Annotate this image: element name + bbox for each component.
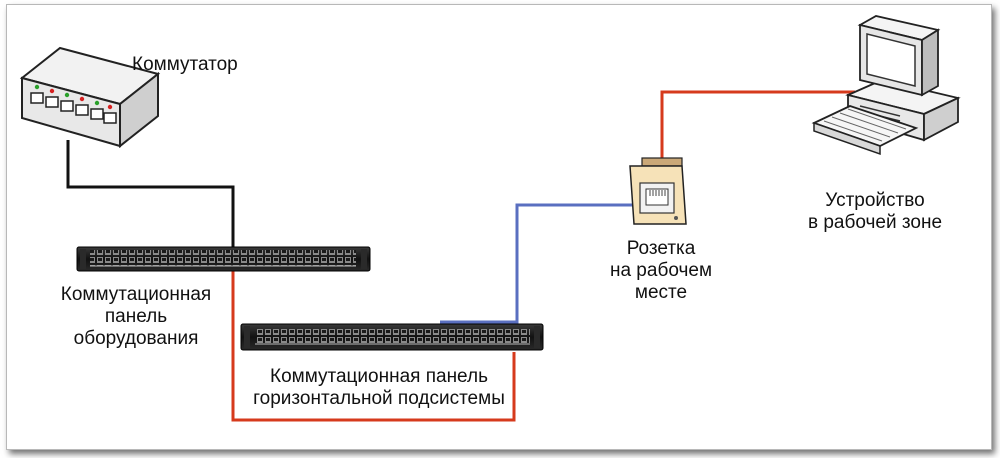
patch-panel-icon — [76, 246, 371, 272]
patch-panel-icon — [240, 323, 544, 351]
red-cable-equipment-to-horizontal — [231, 270, 516, 422]
horizontal-panel-label: Коммутационная панель горизонтальной под… — [253, 366, 505, 409]
outlet-label: Розетка на рабочем месте — [609, 238, 713, 303]
diagram-frame — [6, 4, 992, 450]
red-cable-outlet-to-pc — [660, 90, 855, 163]
equipment-panel-label: Коммутационная панель оборудования — [60, 284, 212, 349]
computer-icon — [811, 15, 961, 156]
switch-label: Коммутатор — [132, 54, 238, 75]
wall-outlet-icon — [629, 157, 687, 225]
blue-cable — [440, 203, 632, 324]
black-cable — [66, 140, 235, 248]
device-label: Устройство в рабочей зоне — [807, 190, 943, 233]
switch-icon — [19, 46, 161, 149]
